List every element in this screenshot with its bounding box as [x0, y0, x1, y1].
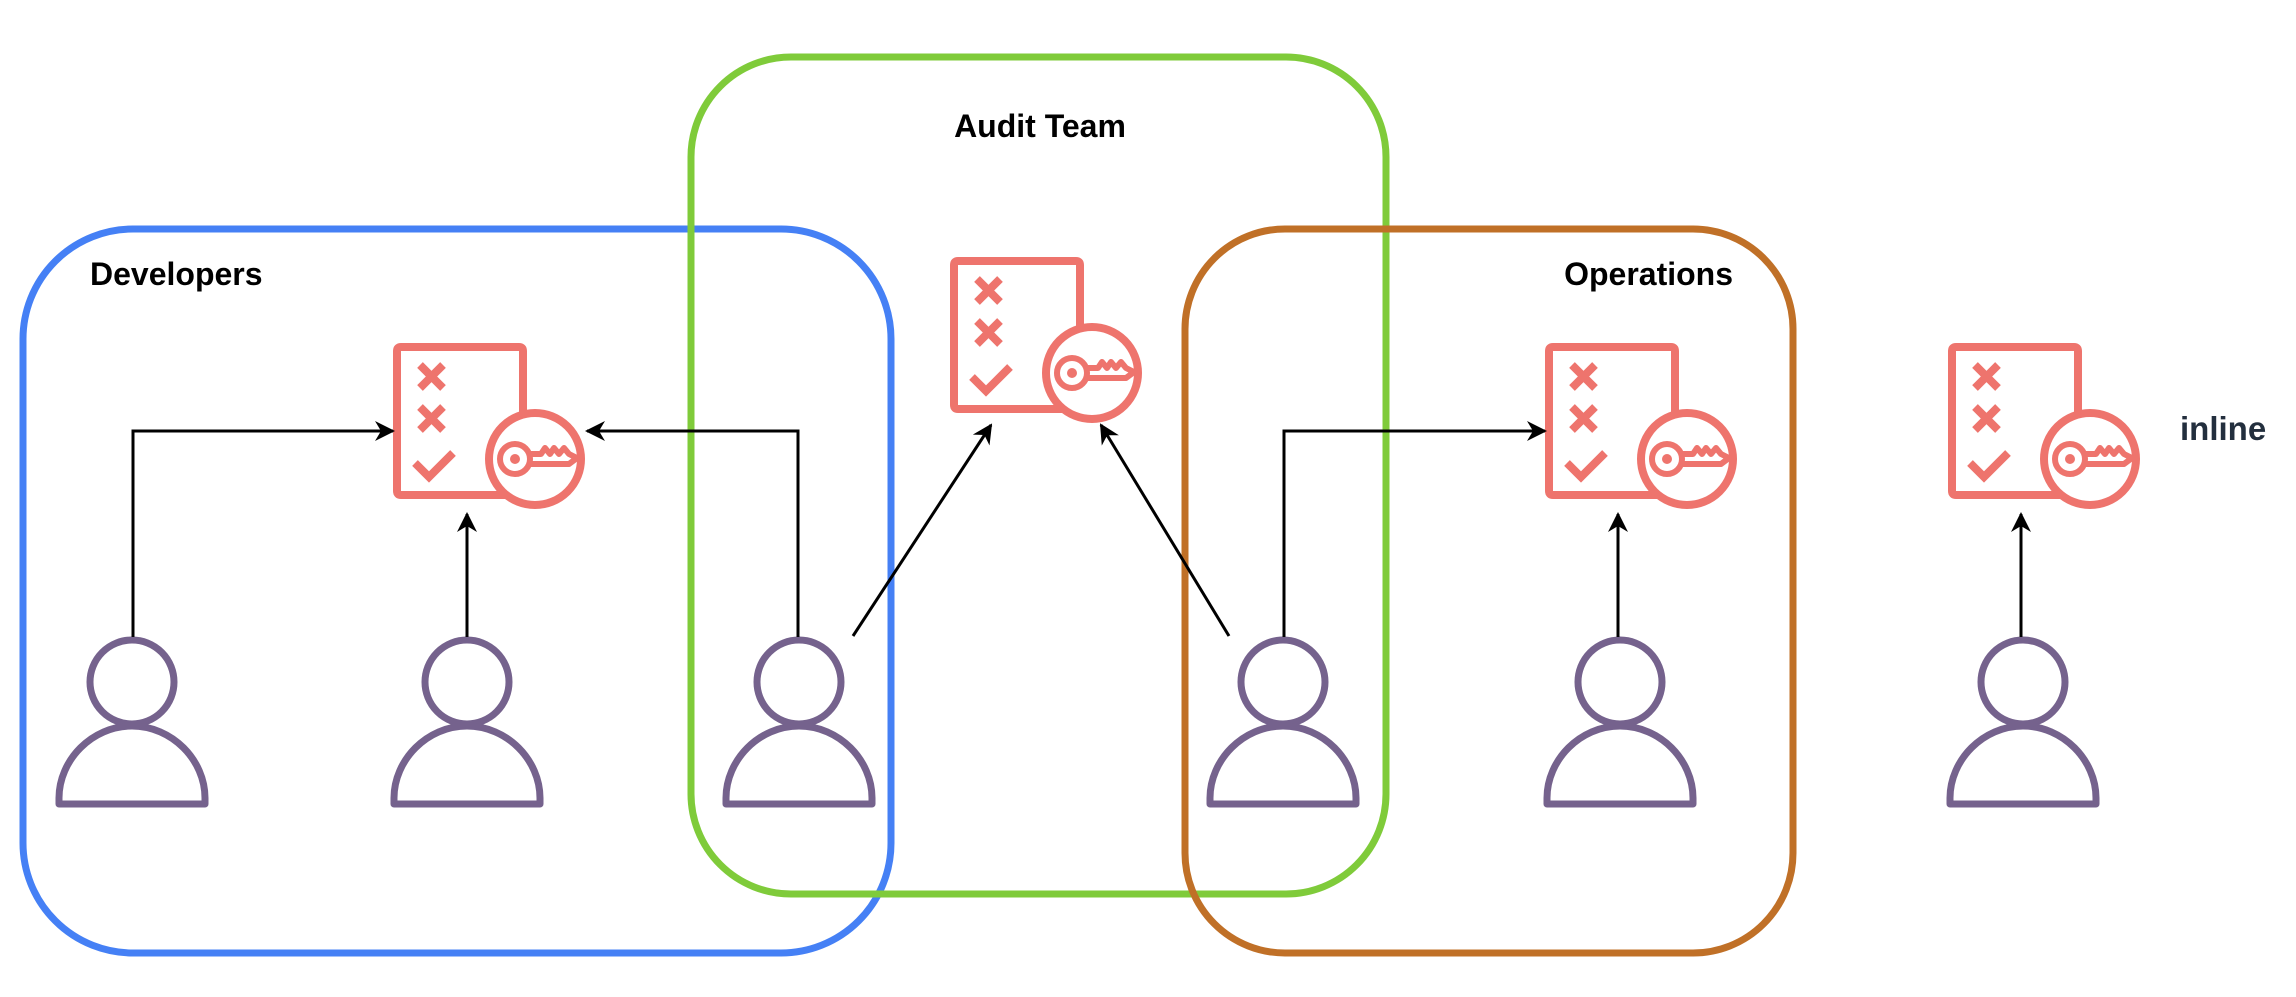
- group-box-operations[interactable]: [1181, 225, 1797, 957]
- user-1[interactable]: [59, 640, 205, 804]
- user-3[interactable]: [726, 640, 872, 804]
- user-icon: [1950, 640, 2096, 804]
- user-icon: [59, 640, 205, 804]
- inline-policy-label: inline: [2180, 410, 2266, 447]
- group-label-developers: Developers: [90, 256, 263, 292]
- user-5[interactable]: [1547, 640, 1693, 804]
- policy-developers[interactable]: [397, 347, 581, 505]
- edge-user-4-audit-policy[interactable]: [1099, 423, 1231, 637]
- group-label-operations: Operations: [1564, 256, 1733, 292]
- user-6[interactable]: [1950, 640, 2096, 804]
- edge-user-1-dev-policy[interactable]: [131, 421, 395, 637]
- policy-operations[interactable]: [1549, 347, 1733, 505]
- edge-user-3-audit-policy[interactable]: [851, 423, 993, 637]
- edge-user-4-ops-policy[interactable]: [1282, 421, 1547, 637]
- policy-key-icon: [397, 347, 581, 505]
- user-4[interactable]: [1210, 640, 1356, 804]
- policy-key-icon: [1549, 347, 1733, 505]
- user-icon: [1210, 640, 1356, 804]
- user-icon: [394, 640, 540, 804]
- user-icon: [1547, 640, 1693, 804]
- group-label-audit: Audit Team: [954, 108, 1126, 144]
- policy-key-icon: [1952, 347, 2136, 505]
- policy-key-icon: [954, 261, 1138, 419]
- user-2[interactable]: [394, 640, 540, 804]
- policy-inline[interactable]: [1952, 347, 2136, 505]
- user-icon: [726, 640, 872, 804]
- group-box-audit[interactable]: [687, 53, 1390, 898]
- policy-audit[interactable]: [954, 261, 1138, 419]
- edge-user-3-dev-policy[interactable]: [585, 421, 800, 637]
- group-box-developers[interactable]: [19, 225, 895, 957]
